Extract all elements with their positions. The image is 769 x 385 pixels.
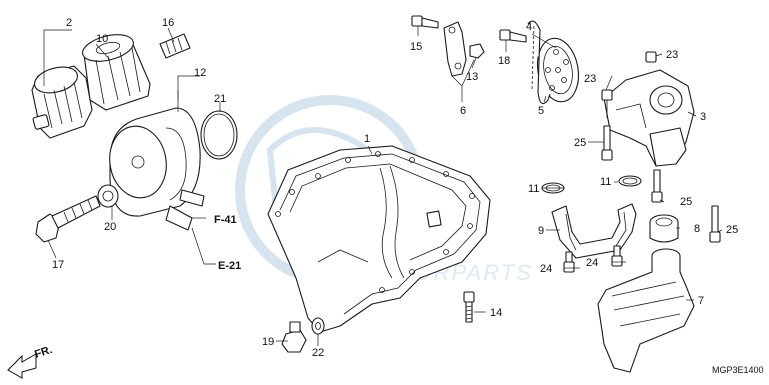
callout-6: 6 [460,105,466,117]
pipe-bolt-b [611,245,623,267]
pipe-bolt-a [563,251,575,273]
oil-cooler [109,107,205,231]
drain-washer [311,317,325,335]
callout-24a: 24 [540,263,552,275]
o-ring-11-right [618,175,642,187]
cooler-o-ring-inner [203,113,235,157]
callout-19: 19 [262,336,274,348]
bolt-18 [499,29,527,43]
cooler-o-ring [200,110,238,160]
pan-bolt [463,291,475,323]
callout-23a: 23 [666,49,678,61]
callout-10: 10 [96,33,108,45]
callout-15: 15 [410,41,422,53]
callout-25a: 25 [574,137,586,149]
callout-11b: 11 [600,176,611,188]
callout-5: 5 [538,105,544,117]
oil-filter-element [82,34,151,111]
nut-13 [469,43,485,59]
pump-bolt-b [651,169,663,203]
filter-stud [159,33,191,59]
drawing-code: MGP3E1400 [712,365,764,375]
callout-17: 17 [52,259,64,271]
pump-bolt-a [601,125,613,161]
callout-12: 12 [194,67,206,79]
callout-16: 16 [162,17,174,29]
callout-25c: 25 [726,224,738,236]
leader-lines [43,26,723,346]
banjo-bolt [35,195,101,243]
oil-pump-chain [527,20,551,105]
callout-22: 22 [312,347,324,359]
callout-7: 7 [698,295,704,307]
callout-20: 20 [104,221,116,233]
callout-23b: 23 [584,73,596,85]
callout-21: 21 [214,93,226,105]
callout-4: 4 [526,21,532,33]
chain-guide-bracket [443,21,467,77]
callout-18: 18 [498,55,510,67]
bolt-15 [411,15,439,29]
oil-pump [601,51,695,167]
ref-f41: F-41 [214,214,237,226]
callout-9: 9 [538,225,544,237]
callout-2: 2 [66,17,72,29]
front-direction-arrow-icon: FR. [7,344,54,379]
oil-pan [267,145,491,333]
callout-14: 14 [490,307,502,319]
callout-3: 3 [700,111,706,123]
washer-20 [97,184,119,208]
oil-strainer [597,248,695,373]
pump-bolt-c [709,205,721,243]
callout-11a: 11 [528,183,539,195]
oil-filter-cartridge [31,65,93,139]
oil-pipe [551,203,637,259]
strainer-seal [649,214,679,243]
front-direction-label: FR. [33,344,54,361]
callout-1: 1 [364,133,370,145]
callout-8: 8 [694,223,700,235]
callout-24b: 24 [586,257,598,269]
callouts: 2 10 16 12 21 20 17 1 19 22 14 15 13 6 1… [52,17,738,359]
callout-25b: 25 [680,196,692,208]
callout-13: 13 [466,71,478,83]
ref-e21: E-21 [218,260,241,272]
drain-bolt [281,321,307,353]
